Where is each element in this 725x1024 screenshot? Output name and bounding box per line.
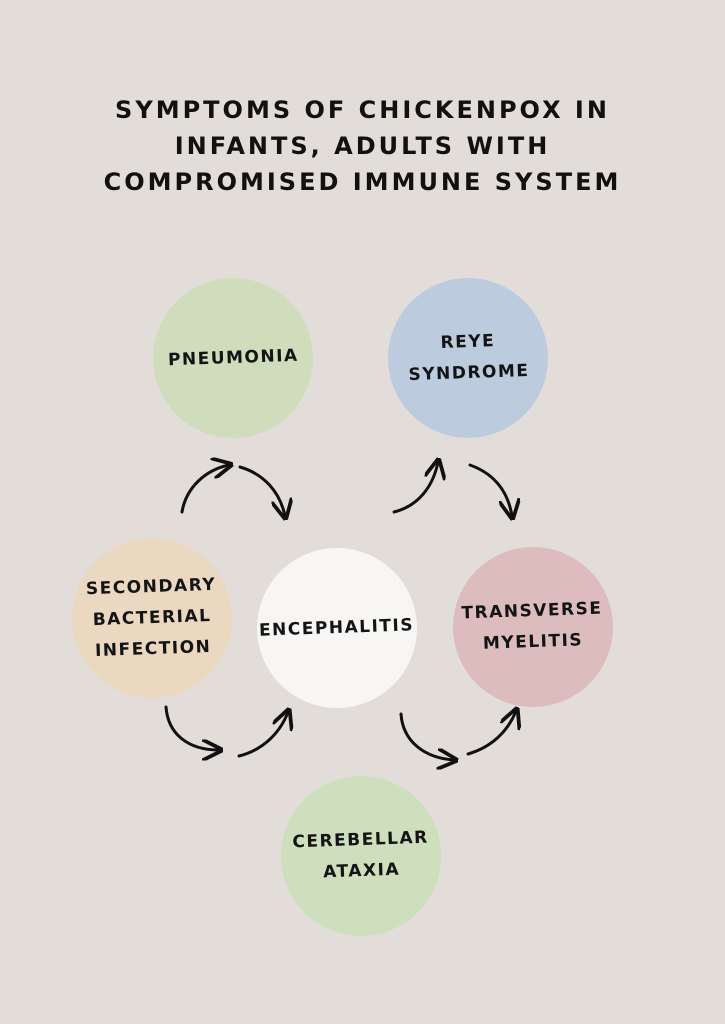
node-cerebellar-line-1: CEREBELLAR — [291, 827, 429, 853]
node-transverse-label: TRANSVERSE MYELITIS — [461, 594, 604, 661]
node-transverse-myelitis: TRANSVERSE MYELITIS — [453, 547, 613, 707]
node-encephalitis-line-1: ENCEPHALITIS — [259, 614, 415, 641]
node-secondary-bacterial-infection: SECONDARY BACTERIAL INFECTION — [72, 538, 232, 698]
node-reye-syndrome: REYE SYNDROME — [388, 278, 548, 438]
node-secondary-line-3: INFECTION — [94, 636, 212, 661]
node-cerebellar-line-2: ATAXIA — [322, 859, 401, 883]
title-line-3: COMPROMISED IMMUNE SYSTEM — [103, 168, 622, 196]
node-secondary-line-2: BACTERIAL — [92, 605, 212, 630]
node-secondary-line-1: SECONDARY — [85, 574, 217, 599]
node-pneumonia: PNEUMONIA — [153, 278, 313, 438]
node-pneumonia-label: PNEUMONIA — [167, 340, 299, 376]
node-reye-line-2: SYNDROME — [407, 360, 530, 386]
arrow-lower-to-transverse — [466, 711, 516, 756]
arrow-encephalitis-to-lower — [399, 712, 454, 760]
node-cerebellar-label: CEREBELLAR ATAXIA — [292, 823, 430, 890]
title-line-1: SYMPTOMS OF CHICKENPOX IN — [115, 96, 610, 124]
diagram-title: SYMPTOMS OF CHICKENPOX IN INFANTS, ADULT… — [0, 92, 725, 200]
arrow-secondary-to-pneumonia — [180, 465, 229, 514]
arrow-lower-to-encephalitis — [237, 712, 288, 758]
node-transverse-line-2: MYELITIS — [483, 630, 584, 654]
node-cerebellar-ataxia: CEREBELLAR ATAXIA — [281, 776, 441, 936]
arrow-secondary-to-lower — [164, 705, 219, 750]
node-transverse-line-1: TRANSVERSE — [461, 598, 604, 624]
title-line-2: INFANTS, ADULTS WITH — [174, 132, 551, 160]
node-reye-syndrome-label: REYE SYNDROME — [406, 325, 530, 391]
node-pneumonia-line-1: PNEUMONIA — [167, 345, 299, 370]
arrow-reye-to-transverse — [468, 463, 512, 516]
node-encephalitis-label: ENCEPHALITIS — [259, 610, 415, 646]
arrow-encephalitis-to-reye — [392, 462, 438, 514]
node-encephalitis: ENCEPHALITIS — [257, 548, 417, 708]
node-reye-line-1: REYE — [439, 331, 496, 353]
arrow-pneumonia-to-encephalitis — [238, 465, 285, 516]
node-secondary-label: SECONDARY BACTERIAL INFECTION — [85, 569, 218, 666]
